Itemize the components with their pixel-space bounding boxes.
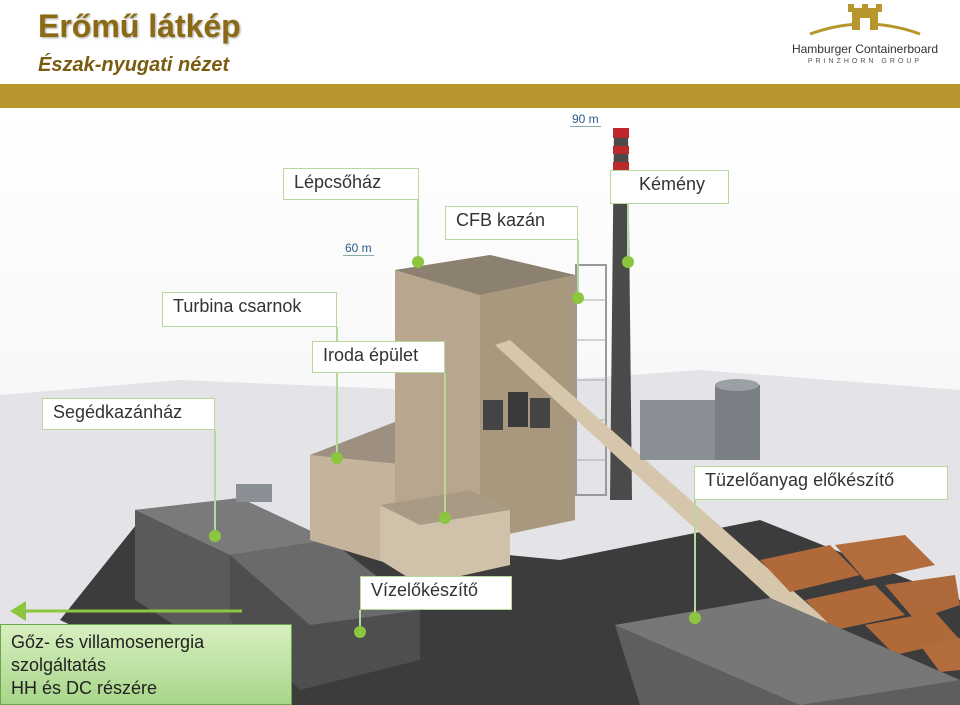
marker-dot xyxy=(439,512,451,524)
company-logo: Hamburger Containerboard PRINZHORN GROUP xyxy=(790,4,940,70)
service-line-1: Gőz- és villamosenergia xyxy=(11,632,205,652)
marker-dot xyxy=(209,530,221,542)
header-band xyxy=(0,84,960,108)
service-line-3: HH és DC részére xyxy=(11,678,158,698)
height-label-60m: 60 m xyxy=(343,241,374,256)
fuel-conveyor xyxy=(495,340,860,660)
callout-fuel-preparation: Tüzelőanyag előkészítő xyxy=(694,466,948,500)
marker-dot xyxy=(354,626,366,638)
arrow-left-icon xyxy=(10,601,26,621)
height-label-90m: 90 m xyxy=(570,112,601,127)
service-info-box: Gőz- és villamosenergia szolgáltatás HH … xyxy=(0,624,292,705)
timber-stacks xyxy=(760,535,960,672)
page-subtitle: Észak-nyugati nézet xyxy=(38,54,230,76)
chimney xyxy=(610,128,632,500)
callout-turbine-hall: Turbina csarnok xyxy=(162,292,337,327)
marker-dot xyxy=(689,612,701,624)
callout-cfb-boiler: CFB kazán xyxy=(445,206,578,240)
marker-dot xyxy=(572,292,584,304)
fuel-silo xyxy=(715,385,760,460)
callout-chimney: Kémény xyxy=(610,170,729,204)
page-title: Erőmű látkép xyxy=(38,8,241,44)
castle-logo-icon xyxy=(809,4,921,36)
callout-stair-tower: Lépcsőház xyxy=(283,168,419,200)
marker-dot xyxy=(622,256,634,268)
callout-office-building: Iroda épület xyxy=(312,341,445,373)
callout-water-treatment: Vízelőkészítő xyxy=(360,576,512,610)
service-line-2: szolgáltatás xyxy=(11,655,107,675)
logo-company-name: Hamburger Containerboard xyxy=(791,42,939,56)
truck xyxy=(236,484,272,502)
logo-group-name: PRINZHORN GROUP xyxy=(807,58,923,65)
callout-auxiliary-boiler: Segédkazánház xyxy=(42,398,215,430)
marker-dot xyxy=(331,452,343,464)
marker-dot xyxy=(412,256,424,268)
